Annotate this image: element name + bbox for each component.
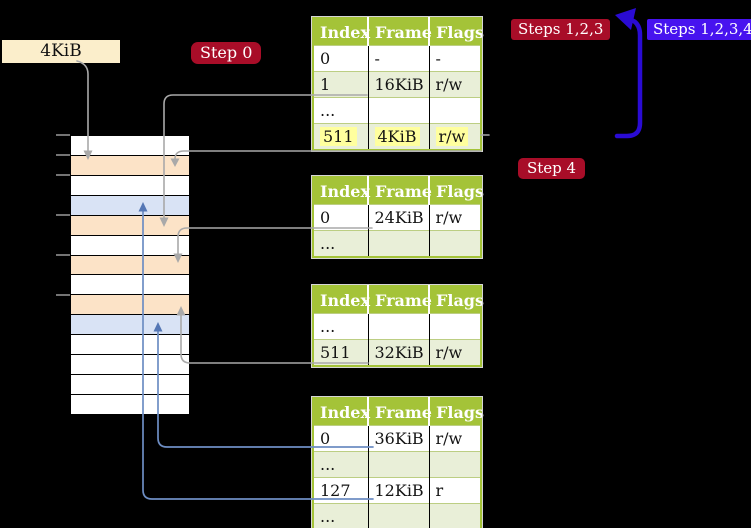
table-row: 0-- [313, 45, 481, 72]
table-cell: r/w [429, 425, 481, 452]
memory-row-white [71, 275, 189, 296]
column-header-frame: Frame [368, 398, 432, 426]
loop-arrowhead-icon [615, 8, 636, 30]
memory-row-orange [71, 295, 189, 316]
table-row: ... [313, 503, 481, 528]
column-header-frame: Frame [368, 18, 432, 46]
highlighted-value: 4KiB [374, 127, 420, 146]
steps1234-badge: Steps 1,2,3,4 [647, 19, 751, 40]
table-cell [429, 97, 481, 124]
memory-row-white [71, 335, 189, 356]
table-cell: r/w [429, 123, 481, 150]
table-cell: r/w [429, 71, 481, 98]
table-cell [368, 230, 430, 257]
loop-arrow [614, 16, 643, 139]
memory-row-white [71, 394, 189, 414]
table-cell: 127 [313, 477, 369, 504]
frame-size-label: 4KiB [40, 41, 82, 61]
memory-row-white [71, 235, 189, 256]
table-cell: 12KiB [368, 477, 430, 504]
column-header-frame: Frame [368, 286, 432, 314]
steps123-badge: Steps 1,2,3 [511, 19, 611, 40]
table-cell [368, 503, 430, 528]
table-cell: 4KiB [368, 123, 430, 150]
memory-row-orange [71, 155, 189, 176]
column-header-index: Index [313, 18, 370, 46]
memory-row-orange [71, 255, 189, 276]
column-header-index: Index [313, 286, 370, 314]
column-header-index: Index [313, 398, 370, 426]
memory-row-blue [71, 195, 189, 216]
table-cell: - [368, 45, 430, 72]
table-row: ... [313, 313, 481, 340]
table-cell [429, 503, 481, 528]
table-cell: r/w [429, 204, 481, 231]
table-row: ... [313, 230, 481, 257]
table-cell: ... [313, 97, 369, 124]
table-cell: ... [313, 313, 369, 340]
physical-memory-column [70, 135, 190, 415]
table-cell: 24KiB [368, 204, 430, 231]
table-cell: 511 [313, 123, 369, 150]
table-cell: 1 [313, 71, 369, 98]
table-row: 511 4KiB r/w [313, 123, 481, 150]
table-cell: ... [313, 503, 369, 528]
table-cell [429, 313, 481, 340]
memory-row-white [71, 136, 189, 156]
column-header-flags: Flags [429, 286, 484, 314]
column-header-flags: Flags [429, 398, 484, 426]
memory-row-blue [71, 315, 189, 336]
column-header-index: Index [313, 177, 370, 205]
table-cell: - [429, 45, 481, 72]
table-cell [429, 451, 481, 478]
table-cell: 0 [313, 45, 369, 72]
table-cell: 0 [313, 204, 369, 231]
memory-row-orange [71, 215, 189, 236]
table-row: ... [313, 97, 481, 124]
table-cell [368, 313, 430, 340]
table-cell [368, 97, 430, 124]
frame-size-box: 4KiB [2, 40, 120, 63]
table-row: ... [313, 451, 481, 478]
table-cell: 0 [313, 425, 369, 452]
table-cell: r [429, 477, 481, 504]
highlighted-value: r/w [435, 127, 469, 146]
table-cell [429, 230, 481, 257]
step0-badge: Step 0 [191, 42, 262, 64]
highlighted-value: 511 [320, 127, 357, 146]
table-cell: 36KiB [368, 425, 430, 452]
table-cell: r/w [429, 339, 481, 366]
step4-badge: Step 4 [518, 158, 586, 179]
column-header-flags: Flags [429, 177, 484, 205]
table-cell: 32KiB [368, 339, 430, 366]
table-cell: ... [313, 451, 369, 478]
memory-row-white [71, 355, 189, 376]
table-cell: 511 [313, 339, 369, 366]
column-header-frame: Frame [368, 177, 432, 205]
table-cell [368, 451, 430, 478]
table-cell: 16KiB [368, 71, 430, 98]
connector-table1-row511-to-memory [174, 150, 482, 160]
memory-ticks [56, 134, 70, 296]
memory-row-white [71, 175, 189, 196]
table-cell: ... [313, 230, 369, 257]
column-header-flags: Flags [429, 18, 484, 46]
memory-row-white [71, 375, 189, 395]
